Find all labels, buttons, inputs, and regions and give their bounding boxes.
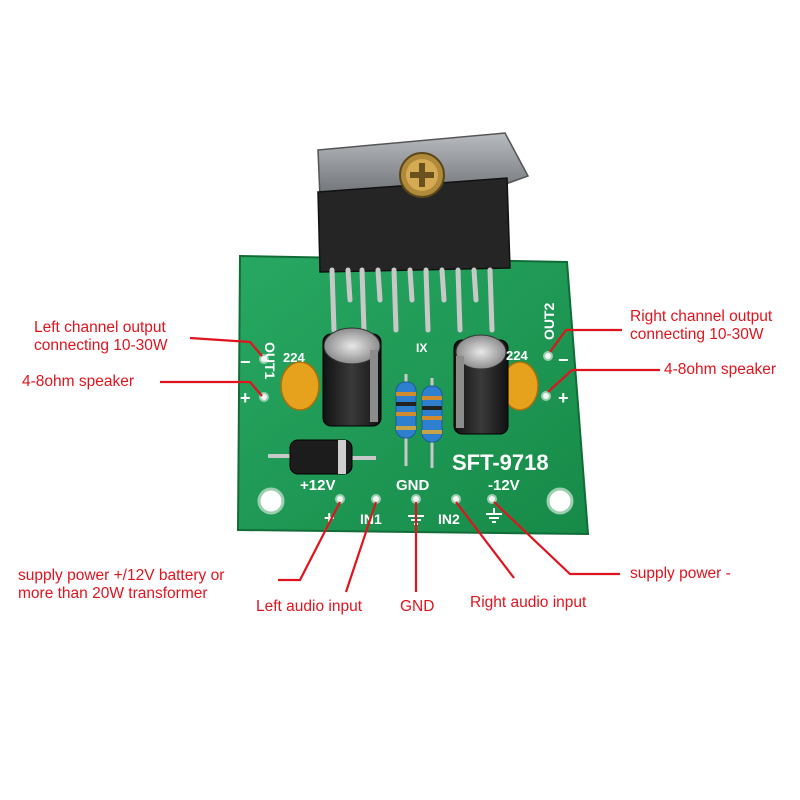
- silk-plus-left: +: [240, 388, 251, 408]
- silk-minus-right: −: [558, 350, 569, 370]
- leader-lines: [160, 328, 660, 593]
- silk-gnd: GND: [396, 477, 430, 494]
- ground-symbol: [486, 508, 502, 523]
- silk-cap-right: 224: [506, 348, 528, 363]
- diode: [268, 439, 376, 475]
- silk-minus-left: −: [240, 352, 251, 372]
- mounting-hole: [546, 487, 574, 515]
- resistor-left: [395, 374, 417, 466]
- silk-cap-left: 224: [283, 350, 305, 365]
- ic-body: [317, 177, 511, 273]
- solder-pads: [259, 351, 553, 504]
- mounting-hole: [257, 487, 285, 515]
- resistor-right: [421, 378, 443, 468]
- supply-minus-label: supply power -: [630, 565, 731, 582]
- gnd-label: GND: [400, 598, 435, 615]
- supply-plus-label: supply power +/12V battery or more than …: [18, 567, 225, 602]
- ceramic-capacitor-left: [280, 361, 320, 411]
- ic-legs: [329, 267, 495, 333]
- silk-minus12: -12V: [488, 477, 520, 494]
- right-input-label: Right audio input: [470, 594, 587, 611]
- silk-plus12: +12V: [300, 477, 335, 494]
- silk-plus-bottom: +: [324, 508, 335, 528]
- silk-out1: OUT1: [262, 342, 278, 380]
- silk-ic-mark: IX: [416, 341, 427, 355]
- silk-plus-right: +: [558, 388, 569, 408]
- left-output-label: Left channel output connecting 10-30W: [34, 319, 168, 354]
- right-speaker-label: 4-8ohm speaker: [664, 361, 777, 378]
- silk-out2: OUT2: [541, 302, 557, 340]
- left-input-label: Left audio input: [256, 598, 363, 615]
- silk-in2: IN2: [438, 511, 460, 527]
- right-output-label: Right channel output connecting 10-30W: [630, 308, 773, 343]
- left-speaker-label: 4-8ohm speaker: [22, 373, 135, 390]
- silk-model: SFT-9718: [452, 450, 549, 475]
